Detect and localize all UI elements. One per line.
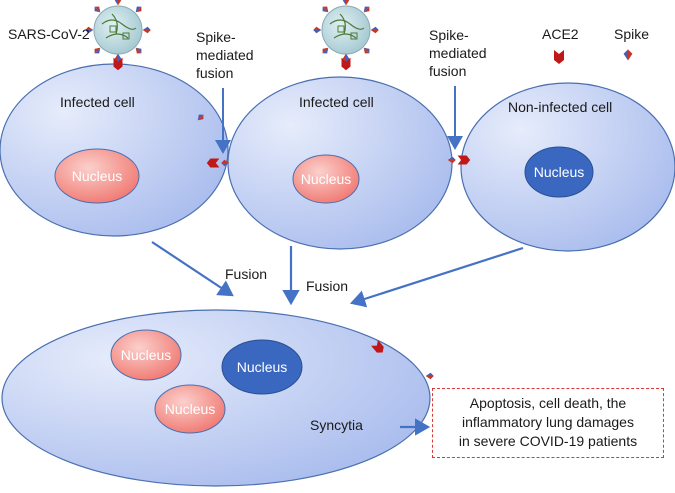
fusion-label-1-line1: Spike- (196, 29, 236, 45)
fusion-label-1-line3: fusion (196, 65, 233, 81)
outcome-line-1: Apoptosis, cell death, the (469, 395, 627, 411)
fusion-label-3: Fusion (225, 266, 267, 282)
outcome-box: Apoptosis, cell death, the inflammatory … (432, 388, 664, 458)
legend-ace2-label: ACE2 (542, 26, 579, 42)
cell-label-3: Non-infected cell (508, 99, 612, 115)
syncytium-nucleus-3 (154, 384, 226, 434)
virus-particle-2 (313, 0, 379, 71)
cell-label-1: Infected cell (60, 94, 135, 110)
syncytia-label: Syncytia (310, 417, 363, 433)
ace2-icon (554, 50, 564, 64)
fusion-arrow-3 (349, 246, 524, 308)
fusion-label-1: Spike- mediated fusion (196, 29, 257, 81)
spike-icon (623, 49, 633, 61)
spike-on-syncytium (425, 372, 434, 380)
nucleus-label: Nucleus (121, 347, 172, 363)
nucleus-label: Nucleus (165, 401, 216, 417)
fusion-label-2-line1: Spike- (429, 27, 469, 43)
cell-label-2: Infected cell (299, 94, 374, 110)
nucleus-cell-3 (524, 146, 594, 198)
fusion-label-2-line2: mediated (429, 45, 487, 61)
virus-label: SARS-CoV-2 (8, 26, 90, 42)
fusion-label-2: Spike- mediated fusion (429, 27, 490, 79)
syncytium-nucleus-2 (221, 339, 303, 395)
cell-1 (0, 63, 229, 237)
fusion-label-1-line2: mediated (196, 47, 254, 63)
outcome-line-3: in severe COVID-19 patients (458, 433, 638, 449)
nucleus-label: Nucleus (301, 171, 352, 187)
nucleus-label: Nucleus (534, 164, 585, 180)
outcome-line-2: inflammatory lung damages (462, 414, 634, 430)
legend-spike-label: Spike (614, 26, 649, 42)
nucleus-label: Nucleus (237, 359, 288, 375)
nucleus-cell-2 (292, 154, 360, 204)
nucleus-label: Nucleus (72, 168, 123, 184)
fusion-label-4: Fusion (306, 278, 348, 294)
fusion-arrow-1 (151, 241, 234, 297)
virus-particle-1 (85, 0, 151, 71)
fusion-label-2-line3: fusion (429, 63, 466, 79)
nucleus-cell-1 (54, 148, 140, 204)
syncytium-nucleus-1 (110, 329, 182, 381)
